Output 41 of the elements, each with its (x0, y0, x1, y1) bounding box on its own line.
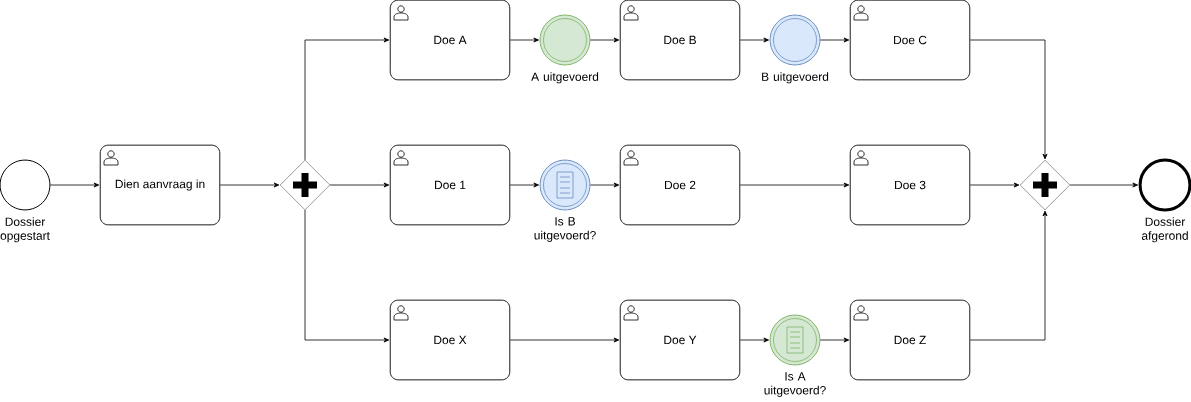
event-circle (539, 159, 591, 211)
arrow (820, 37, 850, 43)
arrow (304, 209, 390, 343)
task-box: Doe A (389, 0, 511, 81)
task-box: Doe 2 (619, 144, 741, 226)
event-label: B uitgevoerd (762, 72, 829, 84)
arrow (509, 337, 620, 343)
parallel-gateway (280, 160, 331, 210)
arrow (50, 182, 100, 188)
task-box: Doe B (619, 0, 741, 81)
event-circle (769, 314, 821, 366)
arrow (304, 37, 390, 161)
arrow (590, 182, 620, 188)
event-label: Is B uitgevoerd? (534, 217, 596, 242)
event-label: A uitgevoerd (531, 72, 599, 84)
arrow (509, 182, 539, 188)
task-box: Doe Z (849, 299, 971, 381)
arrow (739, 182, 850, 188)
parallel-gateway (1019, 160, 1071, 210)
task-box: Doe X (389, 299, 511, 381)
event-label: Is A uitgevoerd? (764, 372, 826, 397)
arrow (969, 182, 1020, 188)
arrow (739, 337, 769, 343)
task-box: Doe C (849, 0, 971, 81)
task-box: Doe 1 (389, 144, 511, 226)
event-circle (769, 14, 821, 66)
arrow (1069, 182, 1138, 188)
arrow (739, 37, 769, 43)
arrow (509, 37, 539, 43)
event-label: Dossier opgestart (0, 217, 50, 243)
arrow (590, 37, 620, 43)
arrow (969, 39, 1048, 160)
event-circle (539, 14, 591, 66)
task-box: Doe Y (619, 299, 741, 381)
task-box: Doe 3 (849, 144, 971, 226)
task-box: Dien aanvraag in (99, 144, 221, 226)
arrow (219, 182, 280, 188)
arrow (969, 210, 1048, 341)
arrow (820, 337, 850, 343)
arrow (329, 182, 390, 188)
event-label: Dossier afgerond (1141, 217, 1188, 243)
